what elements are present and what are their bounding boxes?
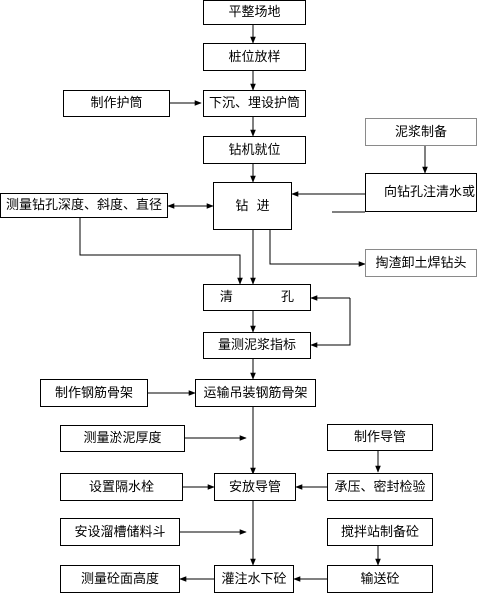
- step-pile-layout: 桩位放样: [203, 43, 306, 71]
- step-hoist-cage: 运输吊装钢筋骨架: [195, 379, 316, 407]
- step-make-pipe: 制作导管: [327, 424, 433, 451]
- step-drilling: 钻 进: [213, 182, 292, 230]
- step-make-cage: 制作钢筋骨架: [40, 379, 148, 407]
- step-clear-hole: 清 孔: [203, 284, 311, 311]
- step-pour-underwater: 灌注水下砼: [214, 565, 294, 593]
- step-make-casing: 制作护筒: [63, 90, 170, 117]
- step-measure-hole: 测量钻孔深度、斜度、直径: [0, 193, 168, 218]
- step-deliver-concrete: 输送砼: [327, 565, 433, 593]
- step-inject-water: 向钻孔注清水或: [365, 173, 477, 212]
- step-dredge: 掏渣卸土焊钻头: [365, 249, 477, 277]
- step-mix-concrete: 搅拌站制备砼: [327, 518, 433, 546]
- step-measure-sediment: 测量淤泥厚度: [60, 425, 185, 452]
- step-hopper: 安设溜槽储料斗: [60, 518, 180, 546]
- step-concrete-height: 测量砼面高度: [60, 565, 180, 593]
- step-measure-slurry: 量测泥浆指标: [203, 332, 311, 359]
- step-rig-position: 钻机就位: [203, 136, 306, 164]
- step-level-site: 平整场地: [203, 0, 306, 25]
- arrow-drill-to-dredge: [269, 230, 366, 267]
- step-water-plug: 设置隔水栓: [60, 473, 183, 501]
- step-slurry-prep: 泥浆制备: [365, 118, 477, 146]
- arrow-measure-hole-loop: [79, 218, 243, 285]
- step-pressure-test: 承压、密封检验: [327, 473, 433, 501]
- step-place-pipe: 安放导管: [214, 473, 296, 501]
- arrow-slurry-return: [310, 298, 351, 348]
- step-sink-casing: 下沉、埋设护筒: [203, 90, 306, 117]
